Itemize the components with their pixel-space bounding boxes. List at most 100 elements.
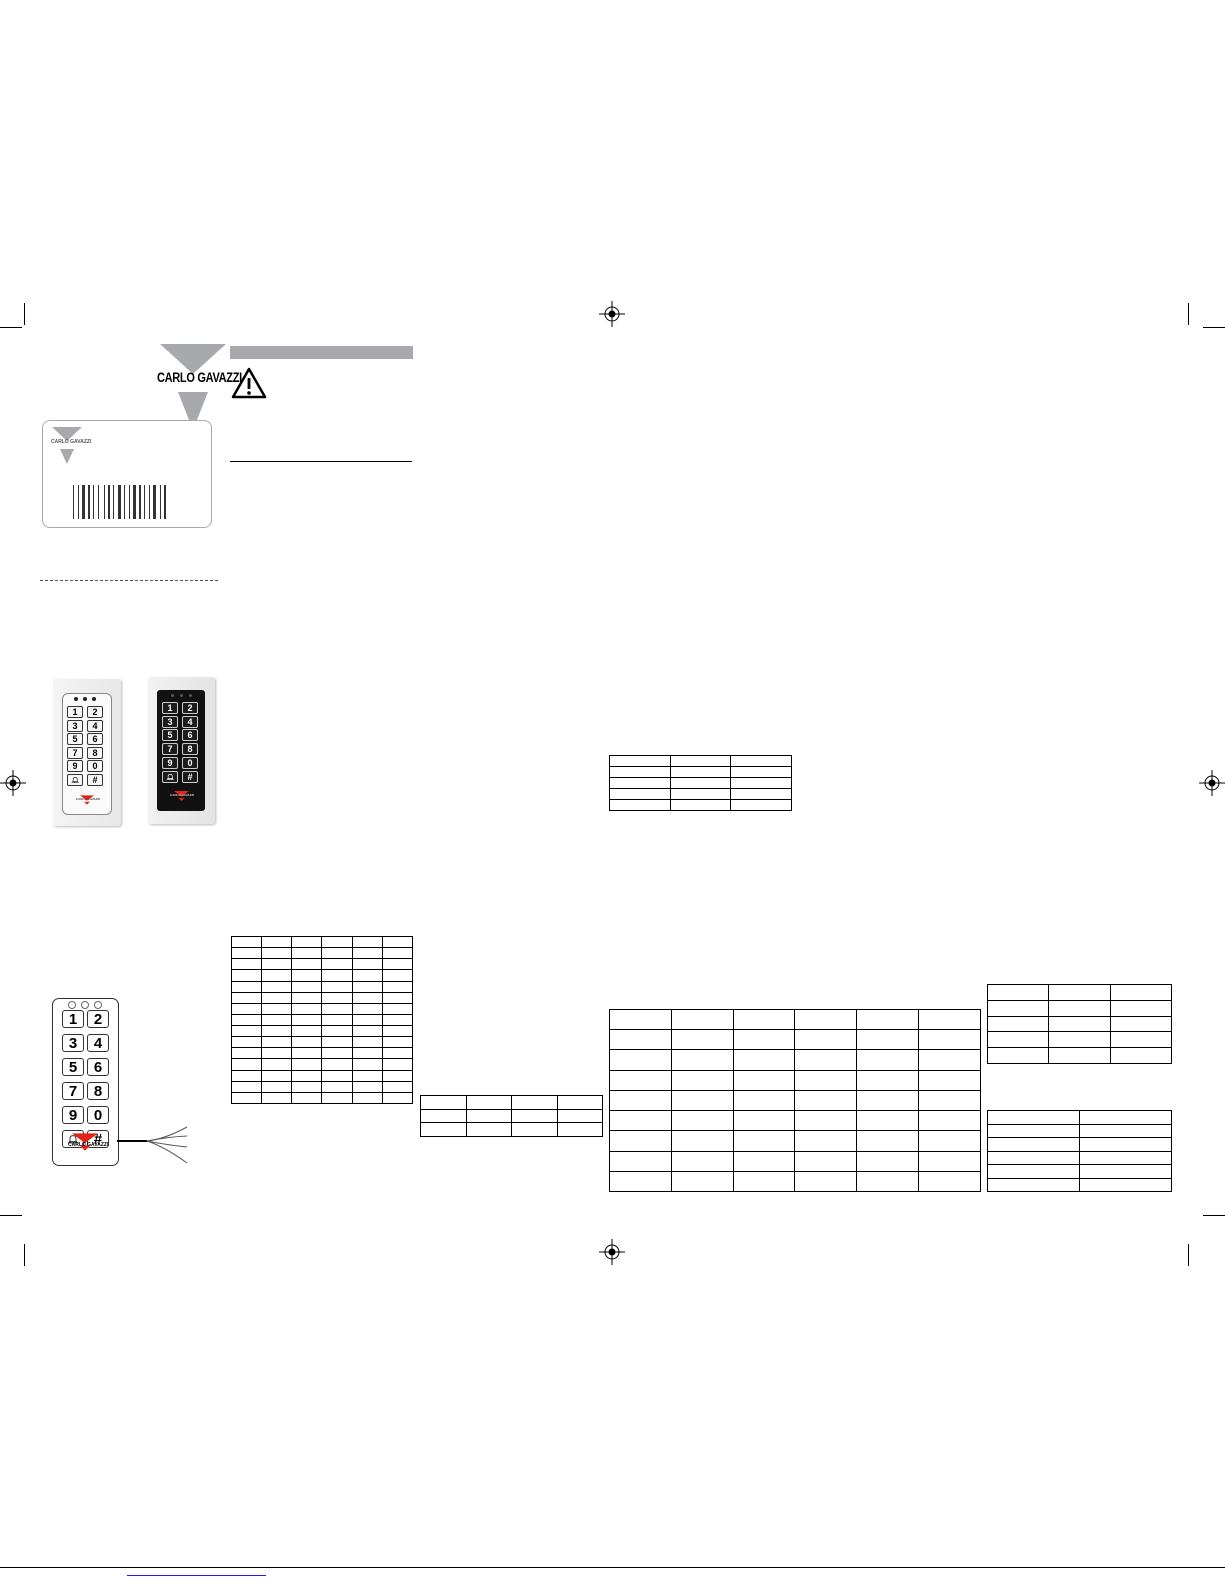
table-cell (987, 1150, 1080, 1165)
key-8[interactable]: 8 (182, 743, 198, 756)
table-cell (465, 1122, 512, 1137)
table-cell (730, 777, 792, 789)
key-5[interactable]: 5 (62, 1058, 84, 1076)
key-6[interactable]: 6 (87, 733, 103, 745)
table-f (987, 1110, 1172, 1192)
table-cell (670, 1069, 734, 1091)
table-cell (321, 1091, 353, 1105)
table-row (609, 1089, 981, 1112)
table-cell (670, 1110, 734, 1132)
key-label: 6 (92, 734, 98, 744)
key-5[interactable]: 5 (162, 729, 178, 742)
table-cell (230, 991, 263, 1004)
key-label: 5 (167, 730, 173, 741)
key-label: 1 (167, 703, 173, 713)
table-cell (261, 935, 293, 949)
table-row (609, 1069, 981, 1091)
key-9[interactable]: 9 (62, 1106, 84, 1124)
table-cell (381, 1080, 414, 1093)
key-3[interactable]: 3 (162, 715, 178, 728)
table-cell (732, 1089, 796, 1112)
table-row (230, 947, 414, 960)
key-0[interactable]: 0 (87, 760, 103, 772)
key-hash[interactable]: # (87, 773, 103, 786)
key-0[interactable]: 0 (182, 756, 198, 769)
table-row (986, 1031, 1173, 1049)
key-4[interactable]: 4 (87, 719, 103, 732)
table-cell (420, 1095, 467, 1110)
bell-key[interactable] (162, 770, 178, 783)
table-cell (351, 1036, 383, 1049)
key-label: 5 (68, 1058, 78, 1076)
status-led-icon (74, 697, 78, 701)
table-cell (381, 1024, 414, 1038)
key-7[interactable]: 7 (67, 746, 83, 759)
table-cell (321, 947, 353, 960)
key-9[interactable]: 9 (67, 760, 83, 772)
key-8[interactable]: 8 (87, 1082, 109, 1100)
bell-key[interactable] (67, 773, 83, 786)
key-1[interactable]: 1 (162, 702, 178, 714)
table-row (420, 1095, 603, 1110)
key-4[interactable]: 4 (87, 1034, 109, 1052)
table-cell (321, 980, 353, 993)
table-cell (609, 1089, 672, 1112)
key-4[interactable]: 4 (182, 715, 198, 728)
key-2[interactable]: 2 (87, 1010, 109, 1028)
table-row (987, 1123, 1172, 1138)
key-8[interactable]: 8 (87, 746, 103, 759)
table-cell (351, 991, 383, 1004)
table-cell (230, 1002, 263, 1015)
table-cell (669, 788, 732, 800)
table-cell (291, 1002, 323, 1015)
key-0[interactable]: 0 (87, 1106, 109, 1124)
cable-wires (117, 1126, 188, 1164)
table-cell (794, 1150, 858, 1172)
link-underline[interactable] (127, 1575, 266, 1576)
key-6[interactable]: 6 (182, 729, 198, 742)
table-row (230, 1080, 414, 1093)
table-cell (230, 1013, 263, 1027)
barcode-bar (104, 485, 105, 519)
table-row (609, 1130, 981, 1152)
status-led-icon (68, 1001, 76, 1009)
table-cell (381, 958, 414, 971)
key-3[interactable]: 3 (62, 1034, 84, 1052)
table-cell (291, 958, 323, 971)
table-cell (321, 1036, 353, 1049)
table-row (609, 1110, 981, 1132)
table-cell (987, 1164, 1080, 1179)
key-2[interactable]: 2 (182, 702, 198, 714)
table-row (230, 1013, 414, 1027)
table-cell (381, 1069, 414, 1082)
key-1[interactable]: 1 (67, 706, 83, 718)
table-cell (230, 958, 263, 971)
key-9[interactable]: 9 (162, 756, 178, 769)
table-cell (794, 1069, 858, 1091)
key-label: 1 (68, 1010, 78, 1028)
key-5[interactable]: 5 (67, 733, 83, 745)
table-cell (321, 1013, 353, 1027)
key-1[interactable]: 1 (62, 1010, 84, 1028)
table-row (609, 799, 792, 811)
table-cell (1079, 1110, 1172, 1125)
table-cell (794, 1049, 858, 1071)
key-7[interactable]: 7 (162, 743, 178, 756)
key-6[interactable]: 6 (87, 1058, 109, 1076)
key-hash[interactable]: # (182, 770, 198, 783)
key-7[interactable]: 7 (62, 1082, 84, 1100)
table-cell (856, 1029, 920, 1051)
table-cell (986, 1031, 1050, 1049)
table-cell (291, 969, 323, 982)
table-row (609, 766, 792, 778)
barcode-bar (149, 485, 150, 519)
table-cell (321, 1024, 353, 1038)
table-row (420, 1108, 603, 1124)
key-3[interactable]: 3 (67, 719, 83, 732)
key-label: 8 (92, 747, 98, 758)
table-cell (794, 1110, 858, 1132)
key-2[interactable]: 2 (87, 706, 103, 718)
table-cell (987, 1177, 1080, 1192)
table-row (987, 1164, 1172, 1179)
key-label: 0 (93, 1106, 103, 1124)
